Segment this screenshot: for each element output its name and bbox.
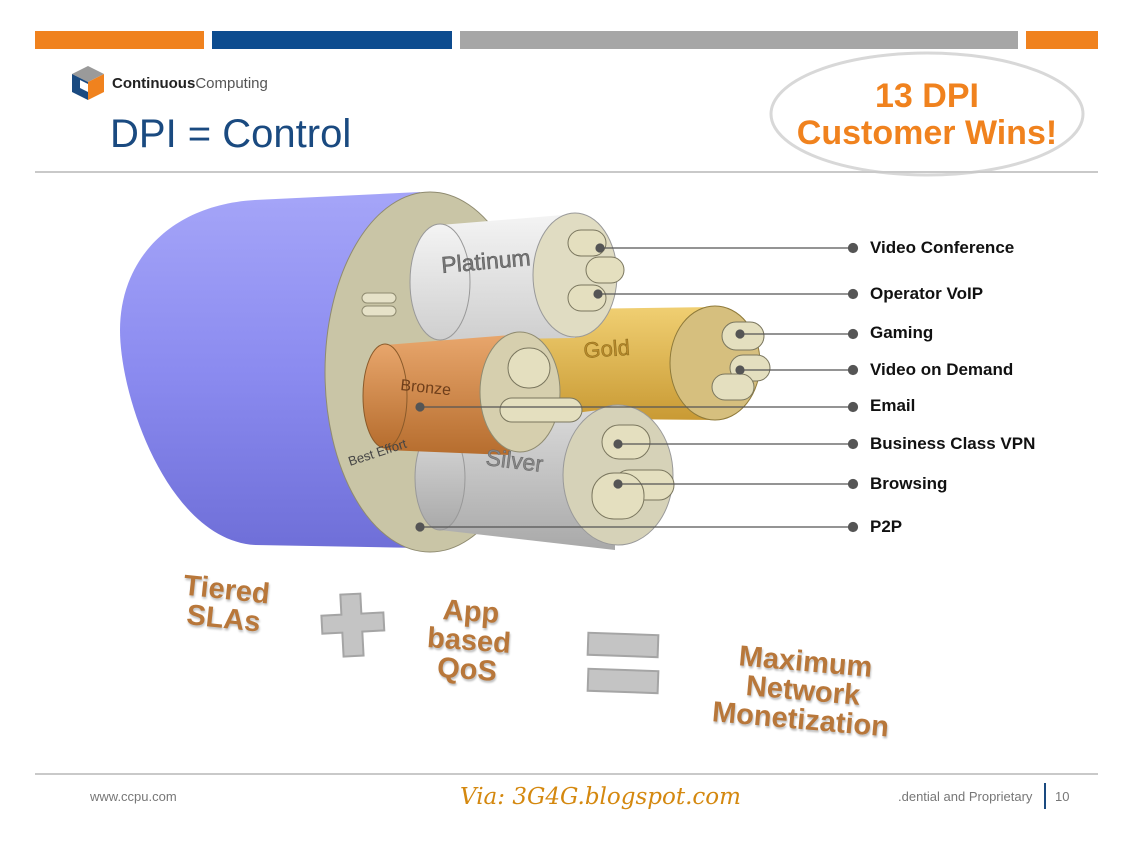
top-bar-blue	[212, 31, 452, 49]
footer-divider	[35, 773, 1098, 775]
face-rods	[361, 292, 397, 317]
page-number: 10	[1055, 789, 1070, 804]
top-bar-gray	[460, 31, 1018, 49]
top-bar-orange-right	[1026, 31, 1098, 49]
page-title: DPI = Control	[110, 112, 352, 156]
company-logo: ContinuousComputing	[70, 64, 268, 102]
callout-text: 13 DPI Customer Wins!	[768, 78, 1086, 152]
term-tiered-slas: Tiered SLAs	[181, 569, 272, 639]
term-app-based-qos: App based QoS	[426, 594, 512, 688]
service-label: Video on Demand	[870, 360, 1014, 379]
service-label: Business Class VPN	[870, 434, 1036, 453]
service-label: Browsing	[870, 474, 948, 493]
callout-line-1: 13 DPI	[875, 77, 979, 115]
footer-confidential: .dential and Proprietary	[898, 789, 1033, 804]
equals-icon	[586, 631, 660, 695]
service-label: Operator VoIP	[870, 284, 984, 303]
top-bar-orange-left	[35, 31, 204, 49]
plus-icon	[320, 592, 386, 658]
logo-text-bold: Continuous	[112, 74, 196, 92]
tube-label-bronze: Bronze	[400, 377, 452, 399]
footer-url: www.ccpu.com	[90, 789, 177, 804]
term-maximum-network-monetization: Maximum Network Monetization	[710, 640, 891, 744]
logo-cube-icon	[72, 66, 104, 100]
service-label: P2P	[870, 517, 903, 536]
bronze-tube	[362, 331, 561, 455]
leader-lines	[415, 242, 859, 533]
service-label: Email	[870, 396, 916, 415]
footer-separator	[1044, 783, 1046, 809]
service-label: Video Conference	[870, 238, 1015, 257]
service-label: Gaming	[870, 323, 934, 342]
footer-via-text: Via: 3G4G.blogspot.com	[460, 784, 741, 810]
header-divider	[35, 171, 1098, 173]
callout-line-2: Customer Wins!	[796, 114, 1058, 152]
callout-ellipse	[769, 51, 1085, 177]
tube-label-gold: Gold	[583, 335, 631, 363]
logo-text-light: Computing	[195, 74, 268, 92]
